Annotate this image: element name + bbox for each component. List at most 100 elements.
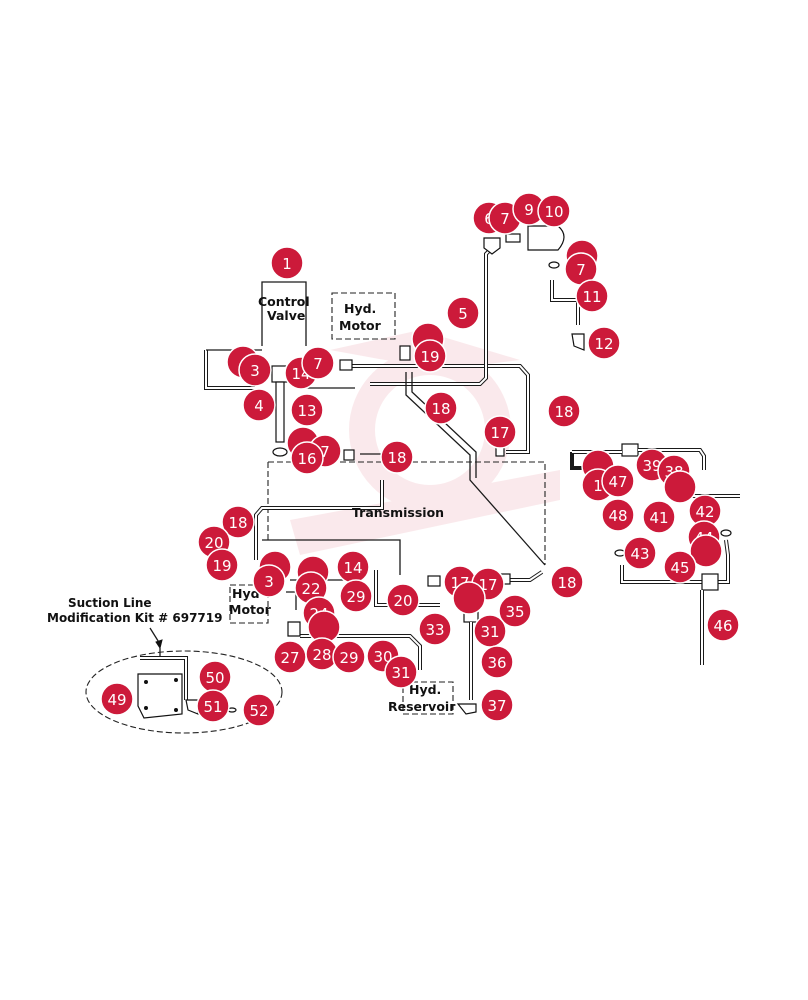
callout-50-65[interactable]: 50	[198, 660, 232, 694]
callout-46-38[interactable]: 46	[706, 608, 740, 642]
callout-number: 3	[250, 362, 260, 380]
callout-circle[interactable]	[413, 339, 447, 373]
callout-3-43[interactable]: 3	[252, 564, 286, 598]
callout-11-23[interactable]: 11	[575, 279, 609, 313]
callout-7-22[interactable]: 7	[564, 252, 598, 286]
callout-4-5[interactable]: 4	[242, 388, 276, 422]
callout-blank-59[interactable]	[452, 581, 486, 615]
callout-circle[interactable]	[587, 326, 621, 360]
callout-circle[interactable]	[547, 394, 581, 428]
callout-20-55[interactable]: 20	[386, 583, 420, 617]
callout-19-12[interactable]: 19	[413, 339, 447, 373]
callout-circle[interactable]	[706, 608, 740, 642]
callout-number: 7	[576, 261, 586, 279]
label-hyd-reservoir-line2: Reservoir	[388, 699, 456, 714]
callout-number: 27	[280, 649, 299, 667]
callout-31-54[interactable]: 31	[384, 655, 418, 689]
callout-37-64[interactable]: 37	[480, 688, 514, 722]
callout-blank-30[interactable]	[663, 470, 697, 504]
callout-27-50[interactable]: 27	[273, 640, 307, 674]
callout-circle[interactable]	[601, 464, 635, 498]
callout-18-14[interactable]: 18	[424, 391, 458, 425]
callout-circle[interactable]	[446, 296, 480, 330]
callout-circle[interactable]	[270, 246, 304, 280]
callout-circle[interactable]	[480, 645, 514, 679]
callout-circle[interactable]	[290, 393, 324, 427]
callout-18-39[interactable]: 18	[221, 505, 255, 539]
callout-circle[interactable]	[386, 583, 420, 617]
callout-1-0[interactable]: 1	[270, 246, 304, 280]
callout-circle[interactable]	[100, 682, 134, 716]
callout-7-4[interactable]: 7	[301, 346, 335, 380]
callout-circle[interactable]	[537, 194, 571, 228]
callout-number: 48	[608, 507, 627, 525]
callout-circle[interactable]	[384, 655, 418, 689]
kit-leader-arrowhead	[155, 639, 163, 650]
callout-blank-35[interactable]	[689, 534, 723, 568]
callout-number: 49	[107, 691, 126, 709]
callout-circle[interactable]	[575, 279, 609, 313]
callout-number: 7	[313, 355, 323, 373]
callout-circle[interactable]	[301, 346, 335, 380]
callout-number: 45	[670, 559, 689, 577]
callout-45-37[interactable]: 45	[663, 550, 697, 584]
callout-52-68[interactable]: 52	[242, 693, 276, 727]
callout-28-51[interactable]: 28	[305, 637, 339, 671]
callout-16-9[interactable]: 16	[290, 441, 324, 475]
callout-circle[interactable]	[332, 640, 366, 674]
callout-circle[interactable]	[452, 581, 486, 615]
callout-41-33[interactable]: 41	[642, 500, 676, 534]
callout-18-10[interactable]: 18	[380, 440, 414, 474]
callout-17-16[interactable]: 17	[483, 415, 517, 449]
callout-49-66[interactable]: 49	[100, 682, 134, 716]
callout-22-45[interactable]: 22	[294, 571, 328, 605]
callout-circle[interactable]	[339, 579, 373, 613]
callout-18-15[interactable]: 18	[547, 394, 581, 428]
callout-36-63[interactable]: 36	[480, 645, 514, 679]
callout-circle[interactable]	[623, 536, 657, 570]
callout-circle[interactable]	[418, 612, 452, 646]
callout-47-29[interactable]: 47	[601, 464, 635, 498]
callout-3-2[interactable]: 3	[238, 353, 272, 387]
callout-circle[interactable]	[242, 388, 276, 422]
callout-43-36[interactable]: 43	[623, 536, 657, 570]
callout-circle[interactable]	[242, 693, 276, 727]
callout-14-46[interactable]: 14	[336, 550, 370, 584]
callout-circle[interactable]	[480, 688, 514, 722]
callout-33-61[interactable]: 33	[418, 612, 452, 646]
callout-circle[interactable]	[601, 498, 635, 532]
callout-number: 20	[393, 592, 412, 610]
callout-circle[interactable]	[196, 689, 230, 723]
callout-circle[interactable]	[238, 353, 272, 387]
callout-29-52[interactable]: 29	[332, 640, 366, 674]
callout-19-41[interactable]: 19	[205, 548, 239, 582]
callout-circle[interactable]	[221, 505, 255, 539]
callout-circle[interactable]	[290, 441, 324, 475]
callout-circle[interactable]	[205, 548, 239, 582]
callout-circle[interactable]	[252, 564, 286, 598]
callout-circle[interactable]	[550, 565, 584, 599]
callout-number: 10	[544, 203, 563, 221]
callout-18-58[interactable]: 18	[550, 565, 584, 599]
pipework-left	[254, 480, 544, 715]
callout-10-20[interactable]: 10	[537, 194, 571, 228]
callout-circle[interactable]	[642, 500, 676, 534]
callout-29-47[interactable]: 29	[339, 579, 373, 613]
hyd-reservoir-box	[402, 681, 454, 715]
callout-13-6[interactable]: 13	[290, 393, 324, 427]
callout-5-13[interactable]: 5	[446, 296, 480, 330]
callout-circle[interactable]	[663, 550, 697, 584]
callout-48-32[interactable]: 48	[601, 498, 635, 532]
callout-51-67[interactable]: 51	[196, 689, 230, 723]
callout-circle[interactable]	[663, 470, 697, 504]
callout-12-24[interactable]: 12	[587, 326, 621, 360]
callout-35-60[interactable]: 35	[498, 594, 532, 628]
callout-circle[interactable]	[380, 440, 414, 474]
label-kit-title-line1: Suction Line	[68, 596, 152, 610]
callout-14-3[interactable]: 14	[284, 356, 318, 390]
callout-31-62[interactable]: 31	[473, 614, 507, 648]
callout-circle[interactable]	[498, 594, 532, 628]
callout-circle[interactable]	[689, 534, 723, 568]
callout-circle[interactable]	[424, 391, 458, 425]
callout-circle[interactable]	[483, 415, 517, 449]
